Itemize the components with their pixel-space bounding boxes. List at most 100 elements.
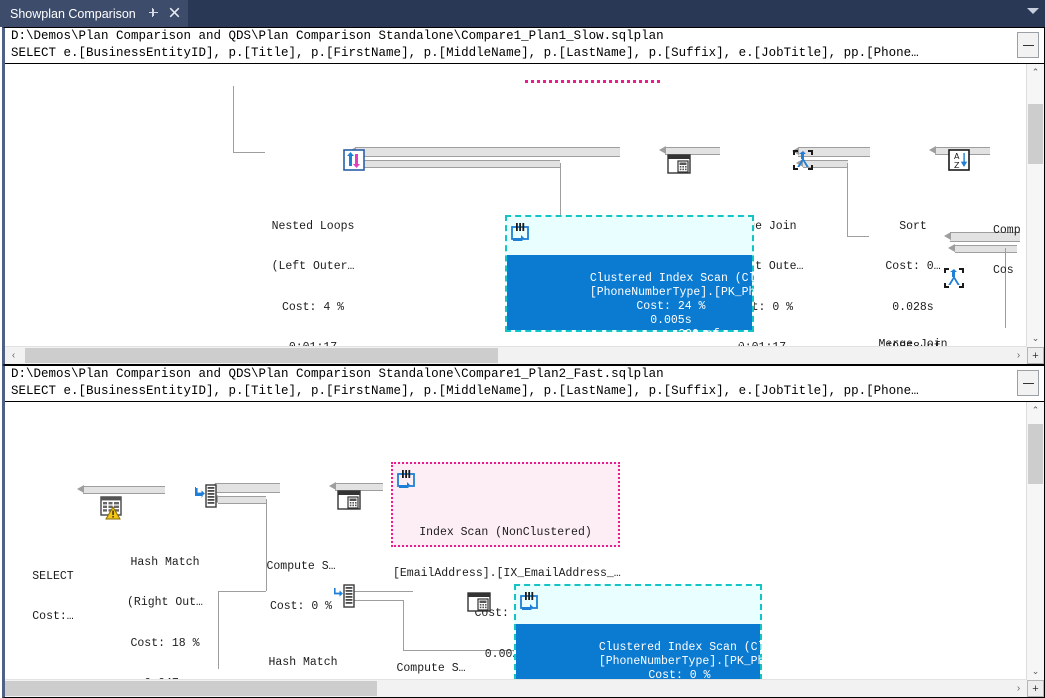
plan-node-index-scan-highlight[interactable]: Index Scan (NonClustered) [EmailAddress]… (391, 462, 621, 697)
node-line: Clustered Index Scan (Clustered) (598, 641, 820, 654)
connector (847, 236, 869, 237)
node-line: Cost: 0 % (269, 600, 333, 613)
horizontal-scroll-thumb[interactable] (25, 348, 498, 363)
connector (353, 591, 413, 592)
connector (233, 86, 234, 152)
plan-pane-top: D:\Demos\Plan Comparison and QDS\Plan Co… (0, 27, 1045, 365)
bottom-plan-canvas[interactable]: SELECT Cost:… Hash Match (Right Out… Cos… (5, 402, 1044, 697)
connector (353, 600, 403, 601)
connector-arrow-band (950, 232, 1020, 242)
index-scan-icon (393, 468, 618, 497)
connector (233, 152, 265, 153)
bottom-pane-header: D:\Demos\Plan Comparison and QDS\Plan Co… (5, 366, 1044, 402)
plan-node-hash-match-2[interactable]: Hash Match (Right Out… Cost: 0 % 0.034s … (243, 542, 363, 697)
node-line: Cost:… (32, 610, 74, 623)
connector (1005, 248, 1006, 328)
connector-arrow-band (218, 496, 266, 504)
vertical-scroll-thumb[interactable] (1028, 104, 1043, 164)
plan-node-compute-scalar-2[interactable]: Comp Cos (993, 112, 1044, 305)
scroll-right-icon[interactable]: › (1016, 350, 1021, 361)
node-line: Compute S… (266, 559, 336, 573)
connector-arrow (929, 146, 936, 154)
scroll-up-icon[interactable]: ⌃ (1031, 405, 1040, 415)
node-line: [PhoneNumberType].[PK_PhoneNumberTy… (598, 655, 848, 668)
node-line: Cost: 4 % (281, 300, 345, 314)
connector-arrow-band (83, 486, 165, 494)
scroll-down-icon[interactable]: ⌄ (1031, 666, 1040, 676)
connector-arrow-band (803, 160, 848, 168)
pin-icon[interactable] (148, 7, 159, 20)
node-line: Nested Loops (271, 219, 355, 233)
bottom-pane-file-path: D:\Demos\Plan Comparison and QDS\Plan Co… (11, 367, 664, 381)
bottom-pane-horizontal-scrollbar[interactable]: ‹ › (5, 679, 1027, 697)
node-line: Cos (993, 264, 1014, 277)
node-line: 290 of (678, 328, 720, 341)
connector-arrow-band (215, 483, 280, 493)
bottom-pane-zoom-button[interactable]: + (1027, 680, 1044, 697)
scroll-right-icon[interactable]: › (1016, 683, 1021, 694)
top-pane-query-text: SELECT e.[BusinessEntityID], p.[Title], … (11, 46, 919, 60)
connector-arrow (796, 159, 803, 167)
plan-node-merge-join-inner[interactable]: Merge Join (Inner Join) Cost: 0 % 0:01:1… (853, 224, 973, 364)
chevron-down-icon[interactable] (1027, 8, 1039, 14)
node-line: (Right Out… (127, 596, 203, 609)
connector (403, 650, 513, 651)
top-pane-vertical-scrollbar[interactable]: ⌃ ⌄ (1026, 64, 1044, 347)
compute-scalar-icon (383, 577, 491, 633)
connector-arrow-band (665, 147, 720, 155)
connector (403, 600, 404, 650)
node-line: SELECT (32, 569, 74, 583)
tab-strip: Showplan Comparison (0, 0, 1045, 27)
top-pane-zoom-button[interactable]: + (1027, 347, 1044, 364)
scroll-down-icon[interactable]: ⌄ (1031, 333, 1040, 343)
node-line: 0.005s (650, 314, 692, 327)
plan-node-nested-loops[interactable]: Nested Loops (Left Outer… Cost: 4 % 0:01… (253, 106, 373, 364)
connector-arrow-band (360, 160, 560, 168)
vertical-scroll-thumb[interactable] (1028, 424, 1043, 484)
bottom-pane-query-text: SELECT e.[BusinessEntityID], p.[Title], … (11, 384, 919, 398)
plan-node-clustered-index-scan-highlight[interactable]: Clustered Index Scan (Clustered) [PhoneN… (505, 215, 838, 355)
node-line: Index Scan (NonClustered) (419, 526, 592, 539)
svg-text:A: A (954, 152, 960, 161)
close-icon[interactable] (169, 7, 180, 20)
top-pane-collapse-button[interactable] (1017, 32, 1039, 58)
index-scan-icon (516, 590, 760, 619)
plan-pane-bottom: D:\Demos\Plan Comparison and QDS\Plan Co… (0, 365, 1045, 698)
node-line: Cost: 0… (885, 260, 941, 273)
top-pane-header: D:\Demos\Plan Comparison and QDS\Plan Co… (5, 28, 1044, 64)
connector-arrow-band (798, 147, 870, 157)
node-line: Comp (993, 223, 1021, 237)
connector (847, 163, 848, 236)
connector (560, 163, 561, 236)
node-line: [PhoneNumberType].[PK_PhoneNumberTy… (589, 286, 839, 299)
merge-join-icon (853, 251, 973, 309)
node-line: (Left Outer… (271, 260, 355, 273)
top-pane-horizontal-scrollbar[interactable]: ‹ › (5, 346, 1027, 364)
scroll-up-icon[interactable]: ⌃ (1031, 67, 1040, 77)
tab-showplan-comparison[interactable]: Showplan Comparison (0, 0, 188, 27)
node-line: Cost: 18 % (130, 636, 200, 650)
connector (218, 591, 219, 669)
node-line: Compute S… (396, 661, 466, 675)
nested-loops-icon (253, 133, 373, 191)
plan-node-hash-match-1[interactable]: Hash Match (Right Out… Cost: 18 % 0.047s… (105, 442, 225, 697)
top-plan-canvas[interactable]: Nested Loops (Left Outer… Cost: 4 % 0:01… (5, 64, 1044, 364)
node-line: Cost: 0 % (648, 669, 711, 682)
node-detail-band: Clustered Index Scan (Clustered) [PhoneN… (507, 255, 838, 355)
connector (218, 591, 266, 592)
hash-match-icon (105, 469, 225, 527)
index-scan-icon (507, 221, 752, 250)
svg-text:Z: Z (954, 161, 960, 170)
bottom-pane-collapse-button[interactable] (1017, 370, 1039, 396)
node-line: Clustered Index Scan (Clustered) (589, 272, 811, 285)
bottom-pane-vertical-scrollbar[interactable]: ⌃ ⌄ (1026, 402, 1044, 680)
connector-arrow-band (955, 245, 1017, 253)
node-line: 0.028s (892, 300, 934, 314)
plan-node-select[interactable]: SELECT Cost:… (15, 454, 122, 651)
plan-node-compute-scalar-4[interactable]: Compute S… Cost: 0 % (383, 550, 491, 697)
scroll-left-icon[interactable]: ‹ (11, 350, 16, 361)
offscreen-node-top-edge (525, 80, 660, 83)
connector (266, 499, 267, 591)
plan-node-compute-scalar-3[interactable]: Compute S… Cost: 0 % (253, 448, 361, 641)
horizontal-scroll-thumb[interactable] (5, 681, 377, 696)
